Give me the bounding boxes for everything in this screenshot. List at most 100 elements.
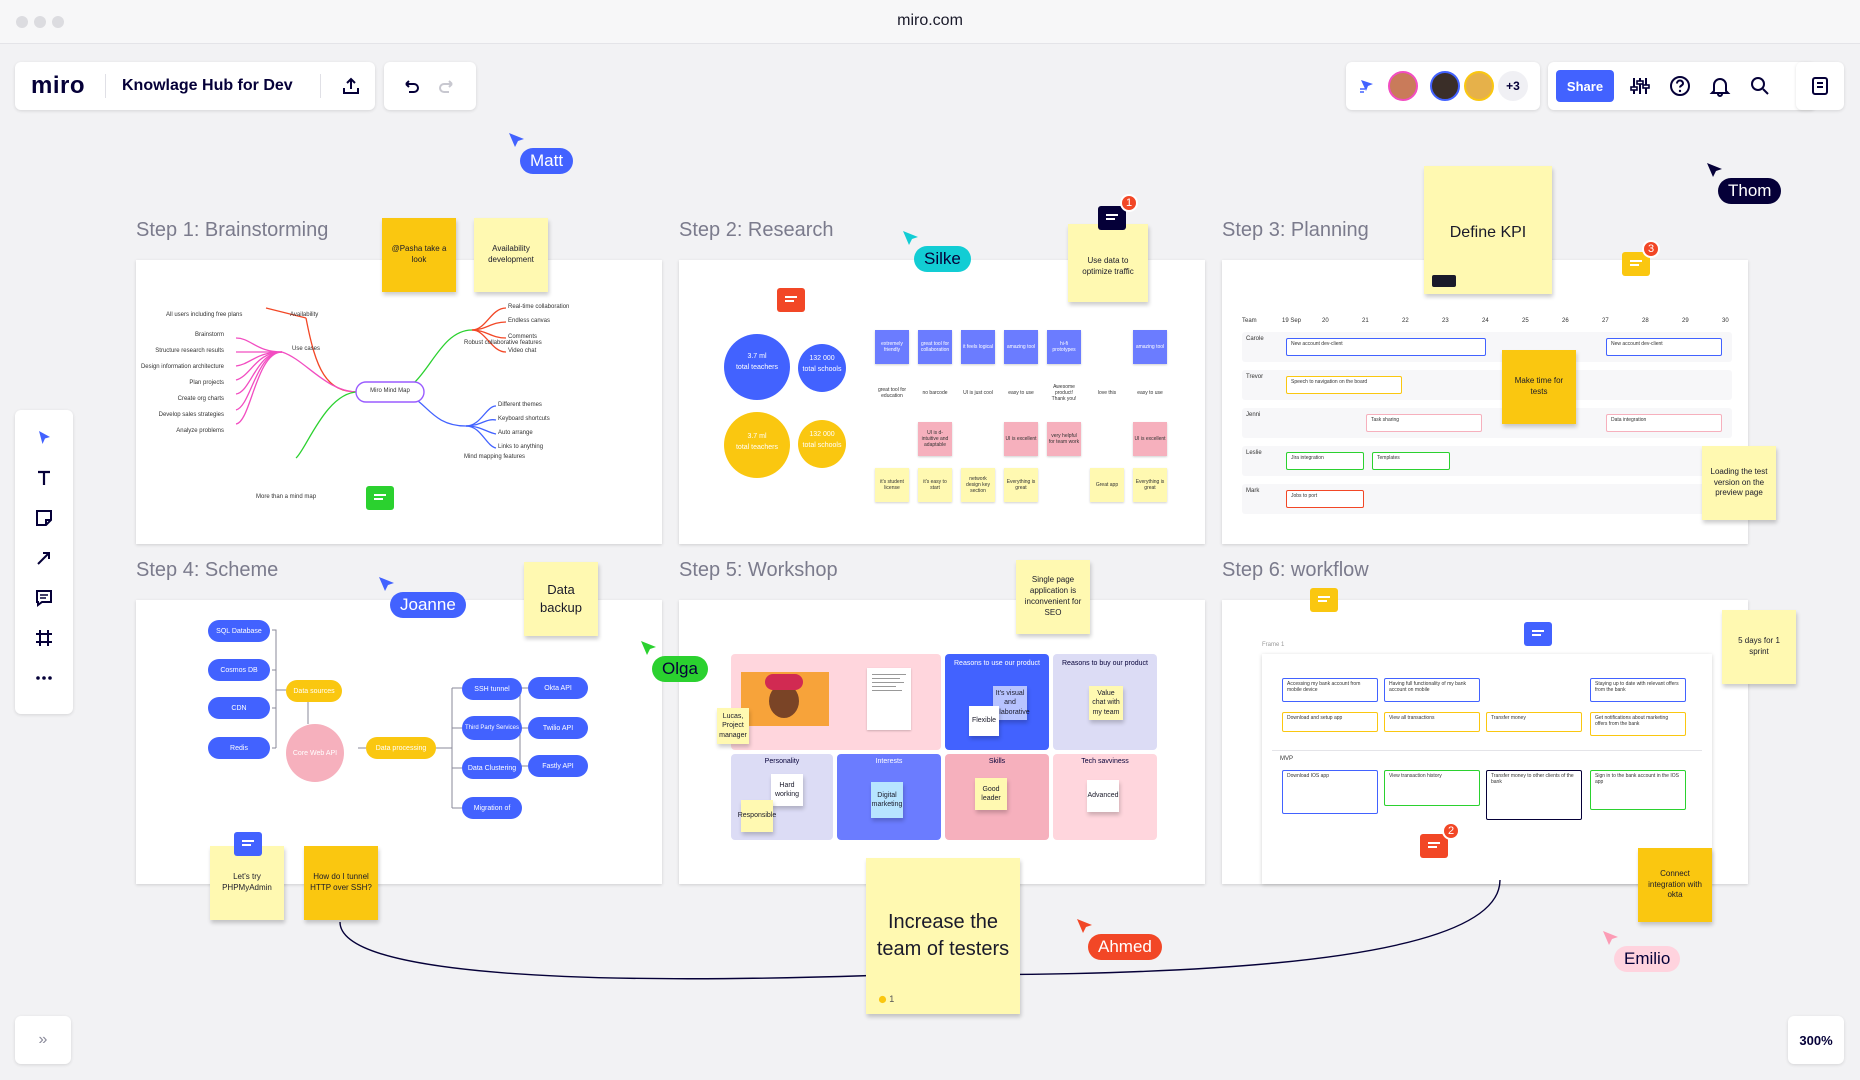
avatar[interactable] <box>1388 71 1418 101</box>
story-card[interactable]: Download and setup app <box>1282 712 1378 732</box>
scheme-node[interactable]: CDN <box>208 697 270 719</box>
feedback-note[interactable]: hi-fi prototypes <box>1047 330 1081 364</box>
timeline-task[interactable]: Jobs to port <box>1286 490 1364 508</box>
scheme-node[interactable]: Migration of <box>462 797 522 819</box>
frame-title[interactable]: Step 2: Research <box>679 219 834 241</box>
feedback-note[interactable]: Great app <box>1090 468 1124 502</box>
sticky-note[interactable]: Use data to optimize traffic <box>1068 224 1148 302</box>
notifications-bell-icon[interactable] <box>1706 72 1734 100</box>
mindmap-node[interactable]: Different themes <box>498 402 542 408</box>
feedback-note[interactable]: love this <box>1097 390 1117 396</box>
feedback-note[interactable]: easy to use <box>1137 390 1163 396</box>
frame-brainstorming[interactable]: Miro Mind Map Availability All users inc… <box>136 260 662 544</box>
timeline-task[interactable]: Task sharing <box>1366 414 1482 432</box>
mindmap-node[interactable]: More than a mind map <box>256 494 317 500</box>
feedback-note[interactable]: UI is d- intuitive and adaptable <box>918 422 952 456</box>
scheme-node[interactable]: Cosmos DB <box>208 659 270 681</box>
scheme-node[interactable]: Redis <box>208 737 270 759</box>
mindmap-node[interactable]: Endless canvas <box>508 318 551 324</box>
timeline-task[interactable]: Templates <box>1372 452 1450 470</box>
stat-circle[interactable] <box>798 344 846 392</box>
feedback-note[interactable]: it feels logical <box>961 330 995 364</box>
mindmap-node[interactable]: Real-time collaboration <box>508 304 570 310</box>
feedback-note[interactable]: great tool for collaboration <box>918 330 952 364</box>
sticky-note[interactable]: Value chat with my team <box>1089 686 1123 720</box>
feedback-note[interactable]: very helpful for team work <box>1047 422 1081 456</box>
frame-tool-icon[interactable] <box>30 624 58 652</box>
sticky-note[interactable]: Data backup <box>524 562 598 636</box>
stat-circle[interactable] <box>798 420 846 468</box>
story-card[interactable]: Download IOS app <box>1282 770 1378 814</box>
frame-title[interactable]: Step 4: Scheme <box>136 559 279 581</box>
frame-workflow[interactable]: Frame 1 Accessing my bank account from m… <box>1222 600 1748 884</box>
sticky-note[interactable]: Good leader <box>975 778 1007 810</box>
feedback-note[interactable]: Awesome product! Thank you! <box>1051 384 1077 402</box>
comment-icon[interactable] <box>1310 588 1338 612</box>
more-tools-icon[interactable] <box>30 664 58 692</box>
comment-icon[interactable] <box>234 832 262 856</box>
scheme-node[interactable]: Okta API <box>528 677 588 699</box>
timeline-task[interactable]: Speech to navigation on the board <box>1286 376 1402 394</box>
feedback-note[interactable]: amazing tool <box>1004 330 1038 364</box>
board-title[interactable]: Knowlage Hub for Dev <box>122 77 293 94</box>
scheme-node[interactable]: Data sources <box>286 680 342 702</box>
sticky-note[interactable]: Single page application is inconvenient … <box>1016 560 1090 634</box>
scheme-node[interactable]: Data Clustering <box>462 757 522 779</box>
mindmap-node[interactable]: Use cases <box>292 346 321 352</box>
expand-panel-icon[interactable]: » <box>15 1016 71 1064</box>
frame-title[interactable]: Step 3: Planning <box>1222 219 1369 241</box>
feedback-note[interactable]: extremely friendly <box>875 330 909 364</box>
frame-title[interactable]: Step 6: workflow <box>1222 559 1369 581</box>
timeline-task[interactable]: New account dev-client <box>1606 338 1722 356</box>
mindmap-node[interactable]: Robust collaborative features <box>464 340 542 346</box>
window-maximize-dot[interactable] <box>52 16 64 28</box>
connection-line-icon[interactable] <box>30 544 58 572</box>
feedback-note[interactable]: amazing tool <box>1133 330 1167 364</box>
feedback-note[interactable]: UI is excellent <box>1004 422 1038 456</box>
comment-icon[interactable] <box>1420 834 1448 858</box>
sticky-note[interactable]: How do I tunnel HTTP over SSH? <box>304 846 378 920</box>
document-thumbnail[interactable] <box>867 668 911 730</box>
feedback-note[interactable]: no barcode <box>922 390 948 396</box>
story-card[interactable]: Sign in to the bank account in the IOS a… <box>1590 770 1686 810</box>
avatar[interactable] <box>1430 71 1460 101</box>
comment-icon[interactable] <box>777 288 805 312</box>
story-card[interactable]: Accessing my bank account from mobile de… <box>1282 678 1378 702</box>
scheme-node[interactable]: Fastly API <box>528 755 588 777</box>
scheme-node[interactable]: Data processing <box>366 737 436 759</box>
scheme-node[interactable]: SSH tunnel <box>462 678 522 700</box>
feedback-note[interactable]: network design key section <box>961 468 995 502</box>
sticky-note[interactable]: Availability development <box>474 218 548 292</box>
comment-icon[interactable] <box>366 486 394 510</box>
story-card[interactable]: Transfer money <box>1486 712 1582 732</box>
comment-icon[interactable] <box>30 584 58 612</box>
feedback-note[interactable]: great tool for education <box>877 387 907 399</box>
scheme-node[interactable]: Core Web API <box>286 724 344 782</box>
zoom-level[interactable]: 300% <box>1788 1016 1844 1064</box>
mindmap-node[interactable]: Auto arrange <box>498 430 533 436</box>
mindmap-node[interactable]: Availability <box>290 312 319 318</box>
avatar[interactable] <box>1464 71 1494 101</box>
stat-circle[interactable] <box>724 412 790 478</box>
sticky-note[interactable]: Advanced <box>1087 780 1119 812</box>
help-icon[interactable] <box>1666 72 1694 100</box>
mindmap-node[interactable]: Keyboard shortcuts <box>498 416 550 422</box>
frame-title[interactable]: Step 5: Workshop <box>679 559 838 581</box>
story-card[interactable]: View all transactions <box>1384 712 1480 732</box>
story-card[interactable]: Staying up to date with relevant offers … <box>1590 678 1686 702</box>
sticky-note[interactable]: Responsible <box>738 800 776 832</box>
more-collaborators-badge[interactable]: +3 <box>1498 71 1528 101</box>
feedback-note[interactable]: UI is just cool <box>963 390 993 396</box>
undo-icon[interactable] <box>396 72 424 100</box>
sticky-note[interactable]: Digital marketing <box>871 782 903 818</box>
scheme-node[interactable]: Third Party Services <box>462 716 522 740</box>
stat-circle[interactable] <box>724 334 790 400</box>
story-card[interactable]: Transfer money to other clients of the b… <box>1486 770 1582 820</box>
mindmap-node[interactable]: Links to anything <box>498 444 544 450</box>
mindmap-center[interactable]: Miro Mind Map <box>370 388 410 394</box>
story-card[interactable]: Get notifications about marketing offers… <box>1590 712 1686 736</box>
frame-title[interactable]: Step 1: Brainstorming <box>136 219 329 241</box>
sticky-note[interactable]: Define KPI <box>1424 166 1552 294</box>
